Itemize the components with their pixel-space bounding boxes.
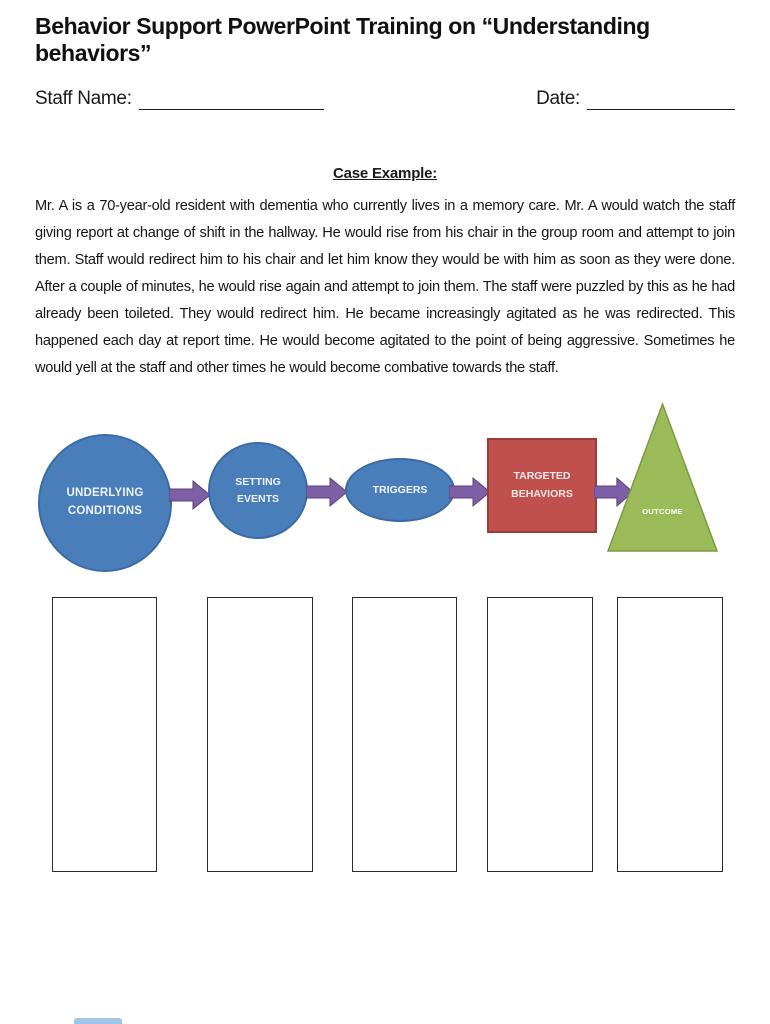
flow-arrow-icon	[594, 477, 634, 507]
outcome-shape: OUTCOME	[605, 401, 720, 554]
staff-name-blank[interactable]	[138, 90, 324, 110]
underlying-conditions-shape: UNDERLYING CONDITIONS	[38, 434, 172, 572]
underlying-conditions-label: UNDERLYING CONDITIONS	[66, 487, 144, 517]
setting-events-shape: SETTING EVENTS	[208, 442, 308, 539]
name-date-row: Staff Name: Date:	[35, 88, 735, 110]
targeted-behaviors-shape: TARGETED BEHAVIORS	[487, 438, 597, 533]
date-field: Date:	[536, 88, 735, 110]
answer-box[interactable]	[52, 597, 157, 872]
date-blank[interactable]	[587, 90, 735, 110]
targeted-behaviors-label: TARGETED BEHAVIORS	[511, 469, 573, 500]
staff-name-label: Staff Name:	[35, 88, 132, 109]
flow-arrow-icon	[449, 477, 491, 507]
page-title: Behavior Support PowerPoint Training on …	[35, 13, 650, 66]
case-example-heading: Case Example:	[332, 165, 438, 182]
date-label: Date:	[536, 88, 580, 109]
setting-events-label: SETTING EVENTS	[235, 475, 281, 505]
bottom-edge-artifact	[74, 1018, 122, 1024]
answer-box[interactable]	[352, 597, 457, 872]
flow-arrow-icon	[306, 477, 348, 507]
case-example-body: Mr. A is a 70-year-old resident with dem…	[35, 198, 735, 376]
answer-box[interactable]	[617, 597, 723, 872]
flow-arrow-icon	[169, 480, 211, 510]
triggers-label: TRIGGERS	[372, 484, 428, 496]
answer-box[interactable]	[487, 597, 593, 872]
answer-box[interactable]	[207, 597, 313, 872]
staff-name-field: Staff Name:	[35, 88, 324, 110]
outcome-label: OUTCOME	[642, 507, 683, 516]
triggers-shape: TRIGGERS	[345, 458, 455, 522]
